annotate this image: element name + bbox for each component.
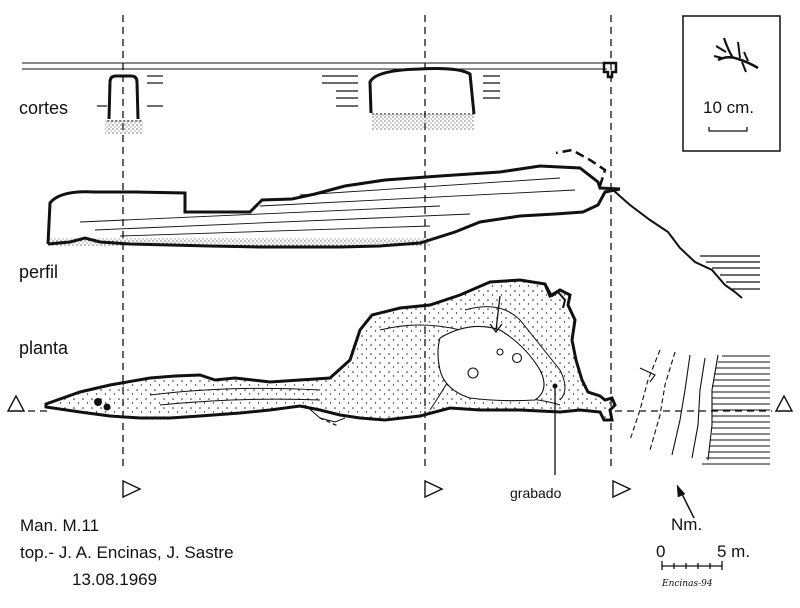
axis-markers bbox=[6, 394, 794, 499]
scale-five-label: 5 m. bbox=[717, 542, 751, 561]
north-arrow-icon bbox=[676, 484, 695, 519]
detail-scale-label: 10 cm. bbox=[703, 98, 755, 117]
author-signature: Encinas-94 bbox=[662, 579, 713, 589]
site-code: Man. M.11 bbox=[20, 516, 100, 535]
perfil-label: perfil bbox=[19, 262, 59, 282]
cortes-label: cortes bbox=[19, 98, 69, 118]
profile bbox=[46, 148, 760, 299]
scale-zero-label: 0 bbox=[656, 542, 666, 561]
section-2 bbox=[322, 67, 500, 130]
right-axis-marker bbox=[774, 394, 794, 412]
section-marker-2 bbox=[424, 479, 444, 499]
reference-lines bbox=[22, 62, 607, 70]
plan bbox=[44, 278, 617, 475]
section-marker-3 bbox=[612, 479, 632, 499]
left-axis-marker bbox=[6, 394, 26, 412]
engraving-inset bbox=[682, 15, 781, 152]
section-3 bbox=[602, 61, 618, 79]
section-lines bbox=[122, 15, 612, 470]
topography-credit: top.- J. A. Encinas, J. Sastre bbox=[20, 543, 234, 562]
plan-exterior-slope bbox=[629, 349, 719, 461]
plan-exterior-hatch bbox=[702, 355, 770, 465]
scale-bar bbox=[661, 561, 723, 570]
survey-date: 13.08.1969 bbox=[72, 570, 158, 589]
section-marker-1 bbox=[122, 479, 142, 499]
north-label: Nm. bbox=[671, 515, 703, 534]
planta-label: planta bbox=[19, 338, 69, 358]
grabado-label: grabado bbox=[510, 485, 562, 501]
section-1 bbox=[97, 74, 163, 134]
